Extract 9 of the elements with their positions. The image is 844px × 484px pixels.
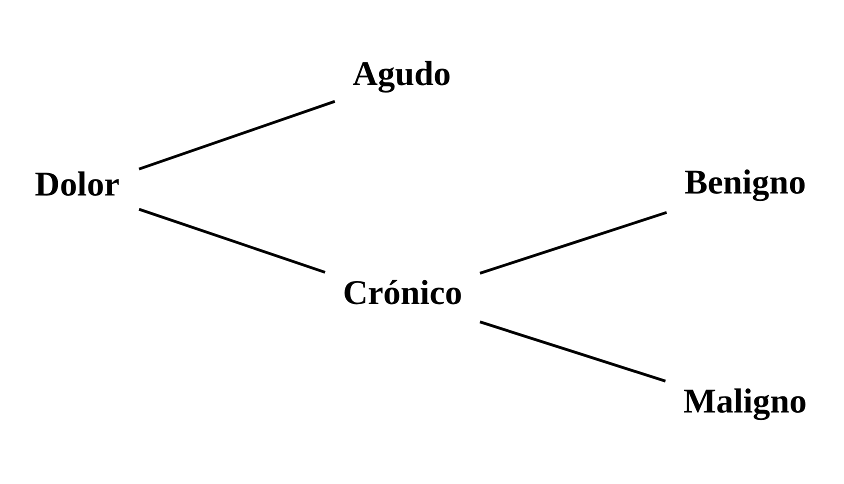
node-text: Benigno <box>684 162 806 201</box>
node-text: Maligno <box>683 380 807 420</box>
node-text: Crónico <box>342 272 462 312</box>
connector <box>138 207 326 274</box>
node-text: Agudo <box>352 53 451 92</box>
connector <box>138 100 336 170</box>
connector <box>480 320 666 382</box>
node-text: Dolor <box>34 164 120 203</box>
connector <box>480 210 668 274</box>
